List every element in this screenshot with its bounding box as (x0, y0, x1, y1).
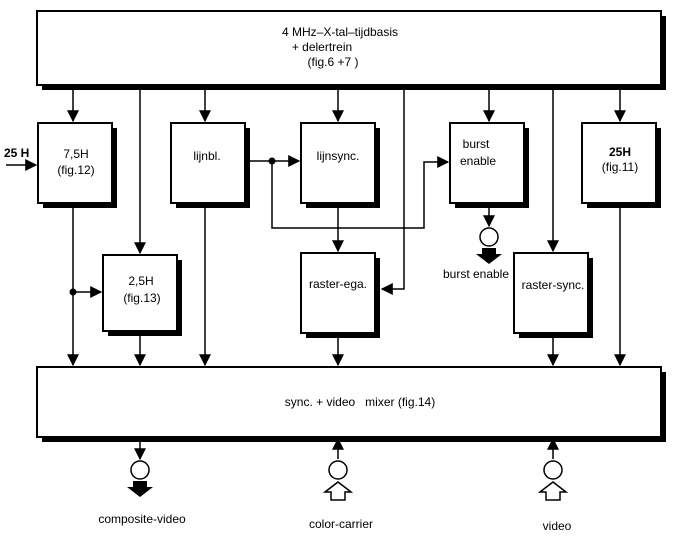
terminal-composite-video (127, 460, 153, 497)
block-lijnsync: lijnsync. (300, 122, 380, 208)
junction-dot-7-5h (69, 288, 77, 296)
block-burst-enable: burst enable (449, 122, 529, 208)
block-7-5h: 7,5H (fig.12) (37, 122, 117, 208)
terminal-video (537, 460, 569, 501)
terminal-color-carrier (322, 460, 354, 501)
timebase-label-1: 4 MHz–X-tal–tijdbasis (282, 25, 398, 39)
block-raster-ega-label: raster-ega. (309, 277, 367, 291)
block-25h-label-1: 25H (609, 145, 631, 159)
timebase-label-3: (fig.6 +7 ) (307, 55, 358, 69)
arrow-lijnbl-to-burst (271, 156, 450, 229)
block-burst-label-1: burst (463, 137, 490, 151)
block-raster-ega: raster-ega. (300, 252, 380, 338)
terminal-burst-enable (476, 227, 502, 264)
mixer-label: sync. + video mixer (fig.14) (285, 395, 435, 409)
timebase-label-2: + delertrein (292, 40, 352, 54)
mixer-block: sync. + video mixer (fig.14) (36, 366, 666, 442)
block-25h: 25H (fig.11) (581, 122, 661, 208)
block-burst-label-2: enable (460, 154, 496, 168)
connections (6, 85, 626, 461)
video-label: video (543, 519, 572, 533)
junction-dot-lijnbl (268, 157, 276, 165)
block-raster-sync-label: raster-sync. (522, 278, 585, 292)
block-2-5h-label-2: (fig.13) (123, 291, 160, 305)
arrow-timebase-to-raster-ega (380, 85, 405, 295)
block-25h-label-2: (fig.11) (602, 160, 638, 174)
composite-video-label: composite-video (98, 512, 186, 526)
block-lijnbl: lijnbl. (170, 122, 250, 208)
timebase-block: 4 MHz–X-tal–tijdbasis + delertrein (fig.… (36, 10, 666, 90)
input-25h-label: 25 H (4, 146, 29, 160)
color-carrier-label: color-carrier (309, 517, 373, 531)
block-raster-sync: raster-sync. (513, 252, 593, 338)
block-lijnsync-label: lijnsync. (317, 149, 360, 163)
burst-enable-output-label: burst enable (443, 267, 509, 281)
block-lijnbl-label: lijnbl. (193, 149, 220, 163)
block-7-5h-label-2: (fig.12) (57, 163, 94, 177)
block-2-5h: 2,5H (fig.13) (102, 254, 182, 336)
block-2-5h-label-1: 2,5H (128, 274, 153, 288)
block-7-5h-label-1: 7,5H (63, 147, 88, 161)
